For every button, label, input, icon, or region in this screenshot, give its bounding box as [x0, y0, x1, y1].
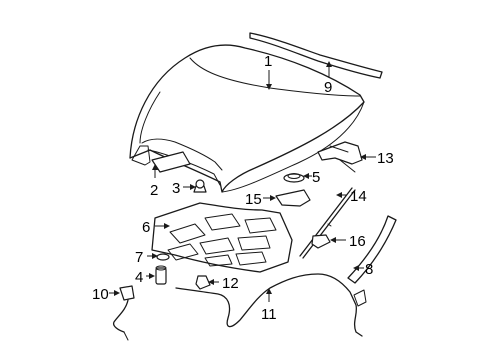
retainer: [155, 265, 167, 285]
callout-3: 3: [172, 180, 180, 197]
leaders: [109, 61, 376, 302]
hinge-latch: [112, 285, 135, 341]
callout-16: 16: [349, 233, 366, 250]
clip-16: [311, 234, 331, 249]
callout-13: 13: [377, 150, 394, 167]
callout-8: 8: [365, 261, 373, 278]
callout-10: 10: [92, 286, 109, 303]
callout-5: 5: [312, 169, 320, 186]
support-strut: [299, 187, 356, 259]
weatherstrip: [347, 215, 397, 284]
callout-2: 2: [150, 182, 158, 199]
insulator-pad: [151, 151, 191, 173]
callout-labels: 1 9 2 3 5 13 14 15 6 16 7 8 4 12 10 11: [92, 53, 394, 323]
callout-6: 6: [142, 219, 150, 236]
callout-4: 4: [135, 269, 143, 286]
callout-9: 9: [324, 79, 332, 96]
callout-1: 1: [264, 53, 272, 70]
hinge: [317, 141, 363, 173]
callout-7: 7: [135, 249, 143, 266]
callout-15: 15: [245, 191, 262, 208]
pad: [156, 253, 170, 261]
bracket: [275, 189, 311, 207]
bumper: [283, 173, 305, 183]
insulator: [151, 202, 293, 273]
callout-14: 14: [350, 188, 367, 205]
rear-seal: [249, 32, 383, 79]
grommet: [195, 275, 211, 290]
clip: [193, 179, 207, 193]
release-cable: [175, 273, 367, 337]
callout-11: 11: [261, 306, 277, 323]
callout-12: 12: [222, 275, 239, 292]
